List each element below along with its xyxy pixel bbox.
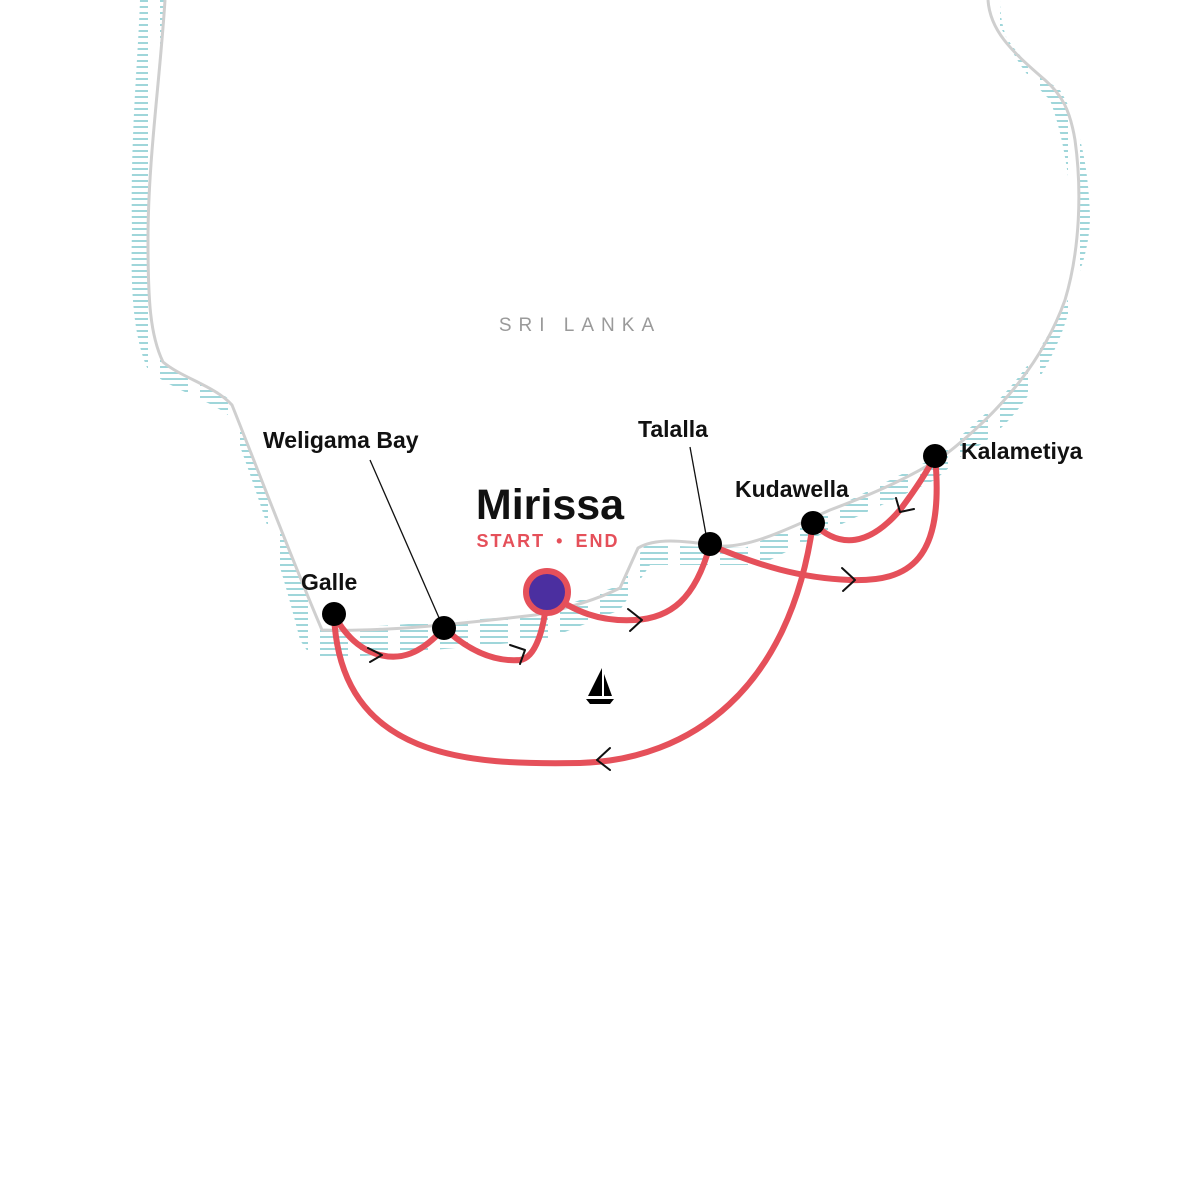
arrow-chevron <box>509 644 526 665</box>
stop-marker-galle[interactable] <box>322 602 346 626</box>
arrow-chevron <box>895 497 915 513</box>
subtitle-start: START <box>476 531 545 551</box>
start-end-marker[interactable] <box>523 568 571 616</box>
route-segment-galle-kudawella <box>331 520 816 767</box>
start-end-dot[interactable] <box>523 568 571 616</box>
arrow-chevron <box>841 567 856 592</box>
arrow-chevron <box>596 747 611 771</box>
arrow-chevron <box>627 608 643 632</box>
direction-arrows <box>367 497 915 771</box>
country-label: SRI LANKA <box>499 315 661 336</box>
place-label-galle: Galle <box>301 569 357 595</box>
sailboat-icon <box>586 668 614 704</box>
stop-marker-kudawella[interactable] <box>801 511 825 535</box>
start-end-title: Mirissa <box>476 481 625 529</box>
water-hatching-west <box>131 0 320 655</box>
subtitle-end: END <box>576 531 620 551</box>
place-label-kudawella: Kudawella <box>735 476 849 502</box>
stop-markers <box>322 444 947 640</box>
leader-lines <box>369 446 708 621</box>
stop-marker-kalametiya[interactable] <box>923 444 947 468</box>
water-hatching-east <box>940 0 1090 462</box>
route-segment-mirissa-weligama <box>441 589 550 664</box>
start-end-subtitle: START • END <box>476 531 619 551</box>
stop-marker-talalla[interactable] <box>698 532 722 556</box>
subtitle-separator: • <box>556 531 564 551</box>
place-label-kalametiya: Kalametiya <box>961 438 1083 464</box>
coastline <box>146 0 1081 632</box>
route-segment-talalla-mirissa <box>544 542 713 624</box>
water-hatching-south <box>320 458 960 660</box>
place-label-weligama: Weligama Bay <box>263 427 419 453</box>
route-segment-kalametiya-talalla <box>707 453 940 584</box>
arrow-chevron <box>367 647 383 663</box>
stop-marker-weligama[interactable] <box>432 616 456 640</box>
leader-line-weligama <box>369 459 441 621</box>
place-label-talalla: Talalla <box>638 416 708 442</box>
leader-line-talalla <box>689 446 708 541</box>
